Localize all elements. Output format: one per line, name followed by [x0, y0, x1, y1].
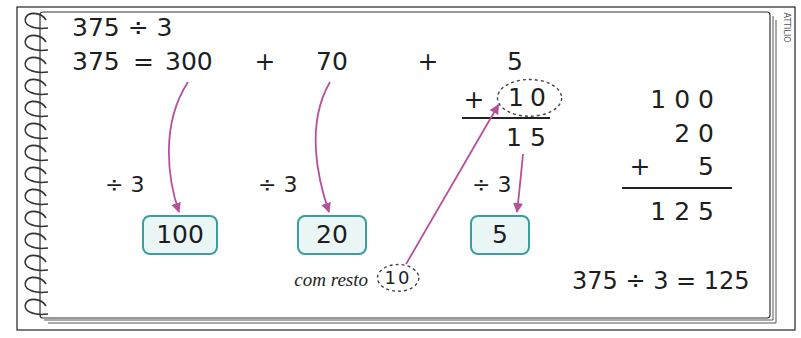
number: 125 [650, 198, 722, 227]
divide-step: ÷ 3 [258, 172, 297, 197]
node-text: 10 [385, 268, 412, 288]
node-text: 10 [508, 84, 552, 112]
number: 15 [506, 124, 554, 153]
result-box: 5 [470, 215, 530, 255]
dashed-outline [377, 265, 418, 292]
remainder-note: com resto [294, 269, 368, 291]
division-arrows [169, 82, 523, 212]
remainder-ellipse: 10 [376, 263, 420, 293]
number: 100 [650, 86, 722, 115]
equals-sign: = [133, 48, 154, 77]
circled-number: 10 [496, 78, 563, 118]
plus-sign: + [255, 48, 276, 77]
dashed-outline [498, 80, 562, 117]
result-box: 100 [142, 215, 218, 255]
result-equation: 375 ÷ 3 = 125 [572, 268, 750, 296]
number: 5 [698, 153, 722, 182]
spiral-binding [25, 13, 48, 314]
divide-step: ÷ 3 [105, 172, 144, 197]
sum-rule [462, 117, 550, 119]
page-edge [40, 12, 770, 318]
number: 375 [72, 48, 120, 77]
node-text: 5 [492, 221, 508, 249]
number: 300 [165, 48, 213, 77]
result-box: 20 [297, 215, 367, 255]
frame [17, 7, 795, 330]
number: 5 [507, 48, 523, 77]
watermark: ATTILIO [781, 13, 790, 43]
node-text: 20 [316, 221, 348, 249]
node-text: 100 [156, 221, 204, 249]
number: 70 [316, 48, 348, 77]
number: 20 [674, 120, 722, 149]
divide-step: ÷ 3 [472, 172, 511, 197]
plus-sign: + [464, 86, 485, 115]
plus-sign: + [418, 48, 439, 77]
sum-rule [622, 187, 732, 189]
division-expression: 375 ÷ 3 [72, 14, 172, 43]
plus-sign: + [630, 153, 651, 182]
